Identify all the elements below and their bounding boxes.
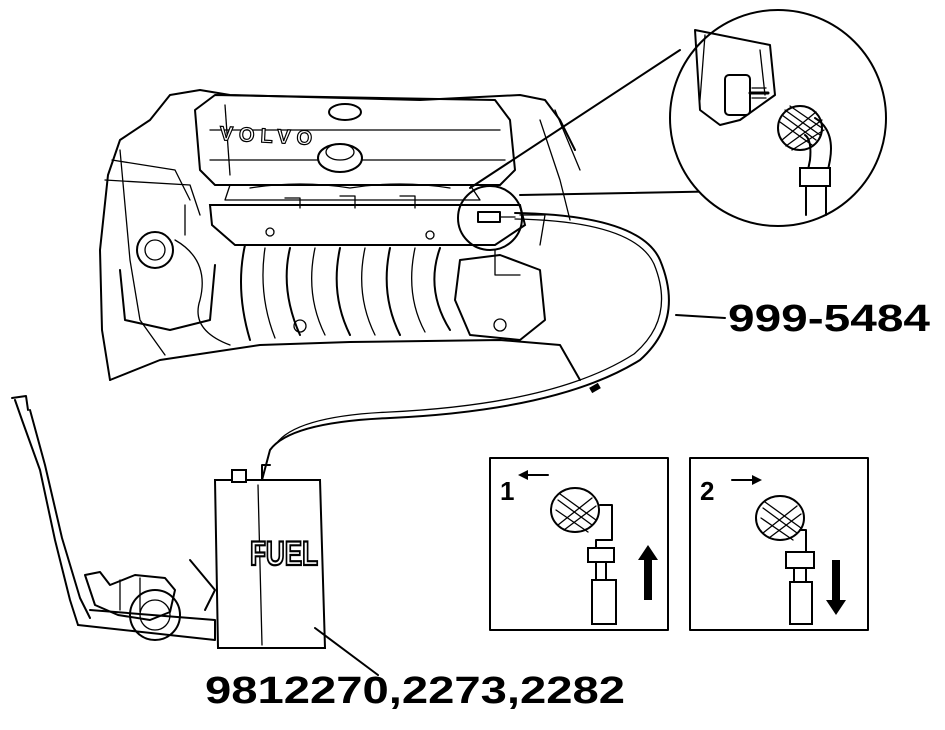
hose-part-number: 999-5484 bbox=[728, 298, 930, 340]
engine-bay-illustration: VOLVO bbox=[99, 89, 581, 381]
step-1-number: 1 bbox=[500, 476, 514, 506]
pressure-gauge-hose bbox=[261, 212, 726, 481]
tank-label: FUEL bbox=[250, 535, 318, 573]
step-panel-1: 1 bbox=[489, 457, 669, 631]
connection-detail-magnifier bbox=[469, 9, 887, 227]
step-panel-2: 2 bbox=[689, 457, 869, 631]
step-2-number: 2 bbox=[700, 476, 714, 506]
knurled-nut-detail bbox=[777, 105, 825, 151]
fuel-tank-trolley: FUEL bbox=[11, 395, 379, 676]
brand-mark: VOLVO bbox=[219, 123, 319, 150]
tank-part-numbers: 9812270,2273,2282 bbox=[205, 670, 625, 712]
